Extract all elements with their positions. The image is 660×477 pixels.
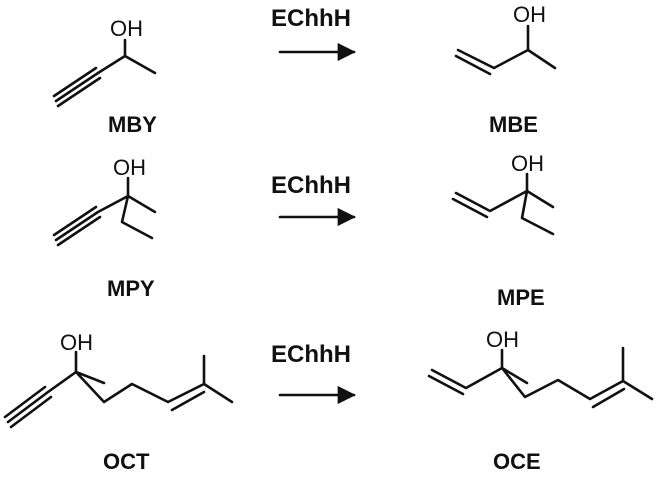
reaction-3: OH OCT EChhH OH OCE [3,327,654,474]
reagent-label-1: EChhH [271,5,351,32]
reaction-2: OH MPY EChhH OH MPE [52,151,555,310]
mpy-hydroxyl-label: OH [113,155,146,180]
oce-hydroxyl-label: OH [486,327,519,352]
product-oce: OH OCE [427,327,654,474]
reaction-1: OH MBY EChhH OH MBE [52,2,557,137]
oct-skeleton [3,350,234,429]
product-mbe: OH MBE [454,2,557,137]
reagent-label-3: EChhH [271,341,351,368]
mby-compound-label: MBY [108,112,157,137]
reactant-oct: OH OCT [3,330,234,474]
oct-hydroxyl-label: OH [60,330,93,355]
mbe-hydroxyl-label: OH [513,2,546,27]
reagent-label-2: EChhH [271,172,351,199]
oct-compound-label: OCT [103,449,150,474]
mpy-skeleton [52,176,157,247]
mbe-compound-label: MBE [489,112,538,137]
product-mpe: OH MPE [451,151,555,310]
oce-skeleton [427,346,654,409]
mby-skeleton [52,38,157,108]
mpe-hydroxyl-label: OH [511,151,544,176]
mpe-skeleton [451,172,555,236]
mpe-compound-label: MPE [497,285,545,310]
oce-compound-label: OCE [493,449,541,474]
mby-hydroxyl-label: OH [110,16,143,41]
reactant-mby: OH MBY [52,16,157,137]
mbe-skeleton [454,24,557,76]
mpy-compound-label: MPY [107,276,155,301]
reactant-mpy: OH MPY [52,155,157,301]
